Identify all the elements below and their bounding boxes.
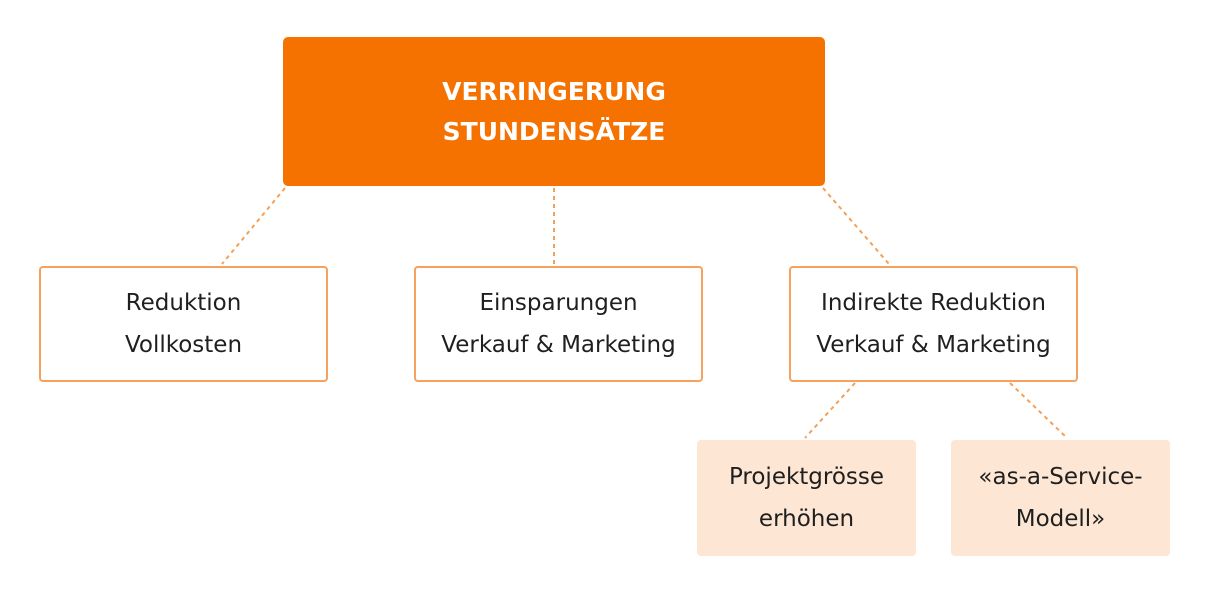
node-label-line-2: Verkauf & Marketing	[441, 332, 676, 358]
node-label-line-2: Modell»	[1015, 506, 1106, 532]
connector-root-to-indirekte	[822, 187, 890, 265]
node-label-line-1: Projektgrösse	[728, 464, 885, 490]
node-einsparungen: Einsparungen Verkauf & Marketing	[414, 266, 703, 382]
root-node: VERRINGERUNG STUNDENSÄTZE	[283, 37, 825, 186]
node-label-line-1: Reduktion	[125, 290, 242, 316]
root-node-line-1: VERRINGERUNG	[442, 76, 666, 106]
node-indirekte-reduktion: Indirekte Reduktion Verkauf & Marketing	[789, 266, 1078, 382]
node-label-line-1: Einsparungen	[479, 290, 638, 316]
connector-root-to-reduktion	[221, 187, 286, 265]
node-label-line-2: Verkauf & Marketing	[816, 332, 1051, 358]
node-as-a-service-modell: «as-a-Service- Modell»	[951, 440, 1170, 556]
node-projektgroesse: Projektgrösse erhöhen	[697, 440, 916, 556]
connector-indirekte-to-service-modell	[1009, 382, 1068, 439]
node-label-line-1: Indirekte Reduktion	[821, 290, 1046, 316]
root-node-line-2: STUNDENSÄTZE	[442, 116, 666, 146]
node-label-line-2: erhöhen	[758, 506, 855, 532]
node-label-line-1: «as-a-Service-	[978, 464, 1143, 490]
connector-indirekte-to-projektgroesse	[804, 382, 856, 439]
node-label-line-2: Vollkosten	[124, 332, 243, 358]
node-reduktion-vollkosten: Reduktion Vollkosten	[39, 266, 328, 382]
